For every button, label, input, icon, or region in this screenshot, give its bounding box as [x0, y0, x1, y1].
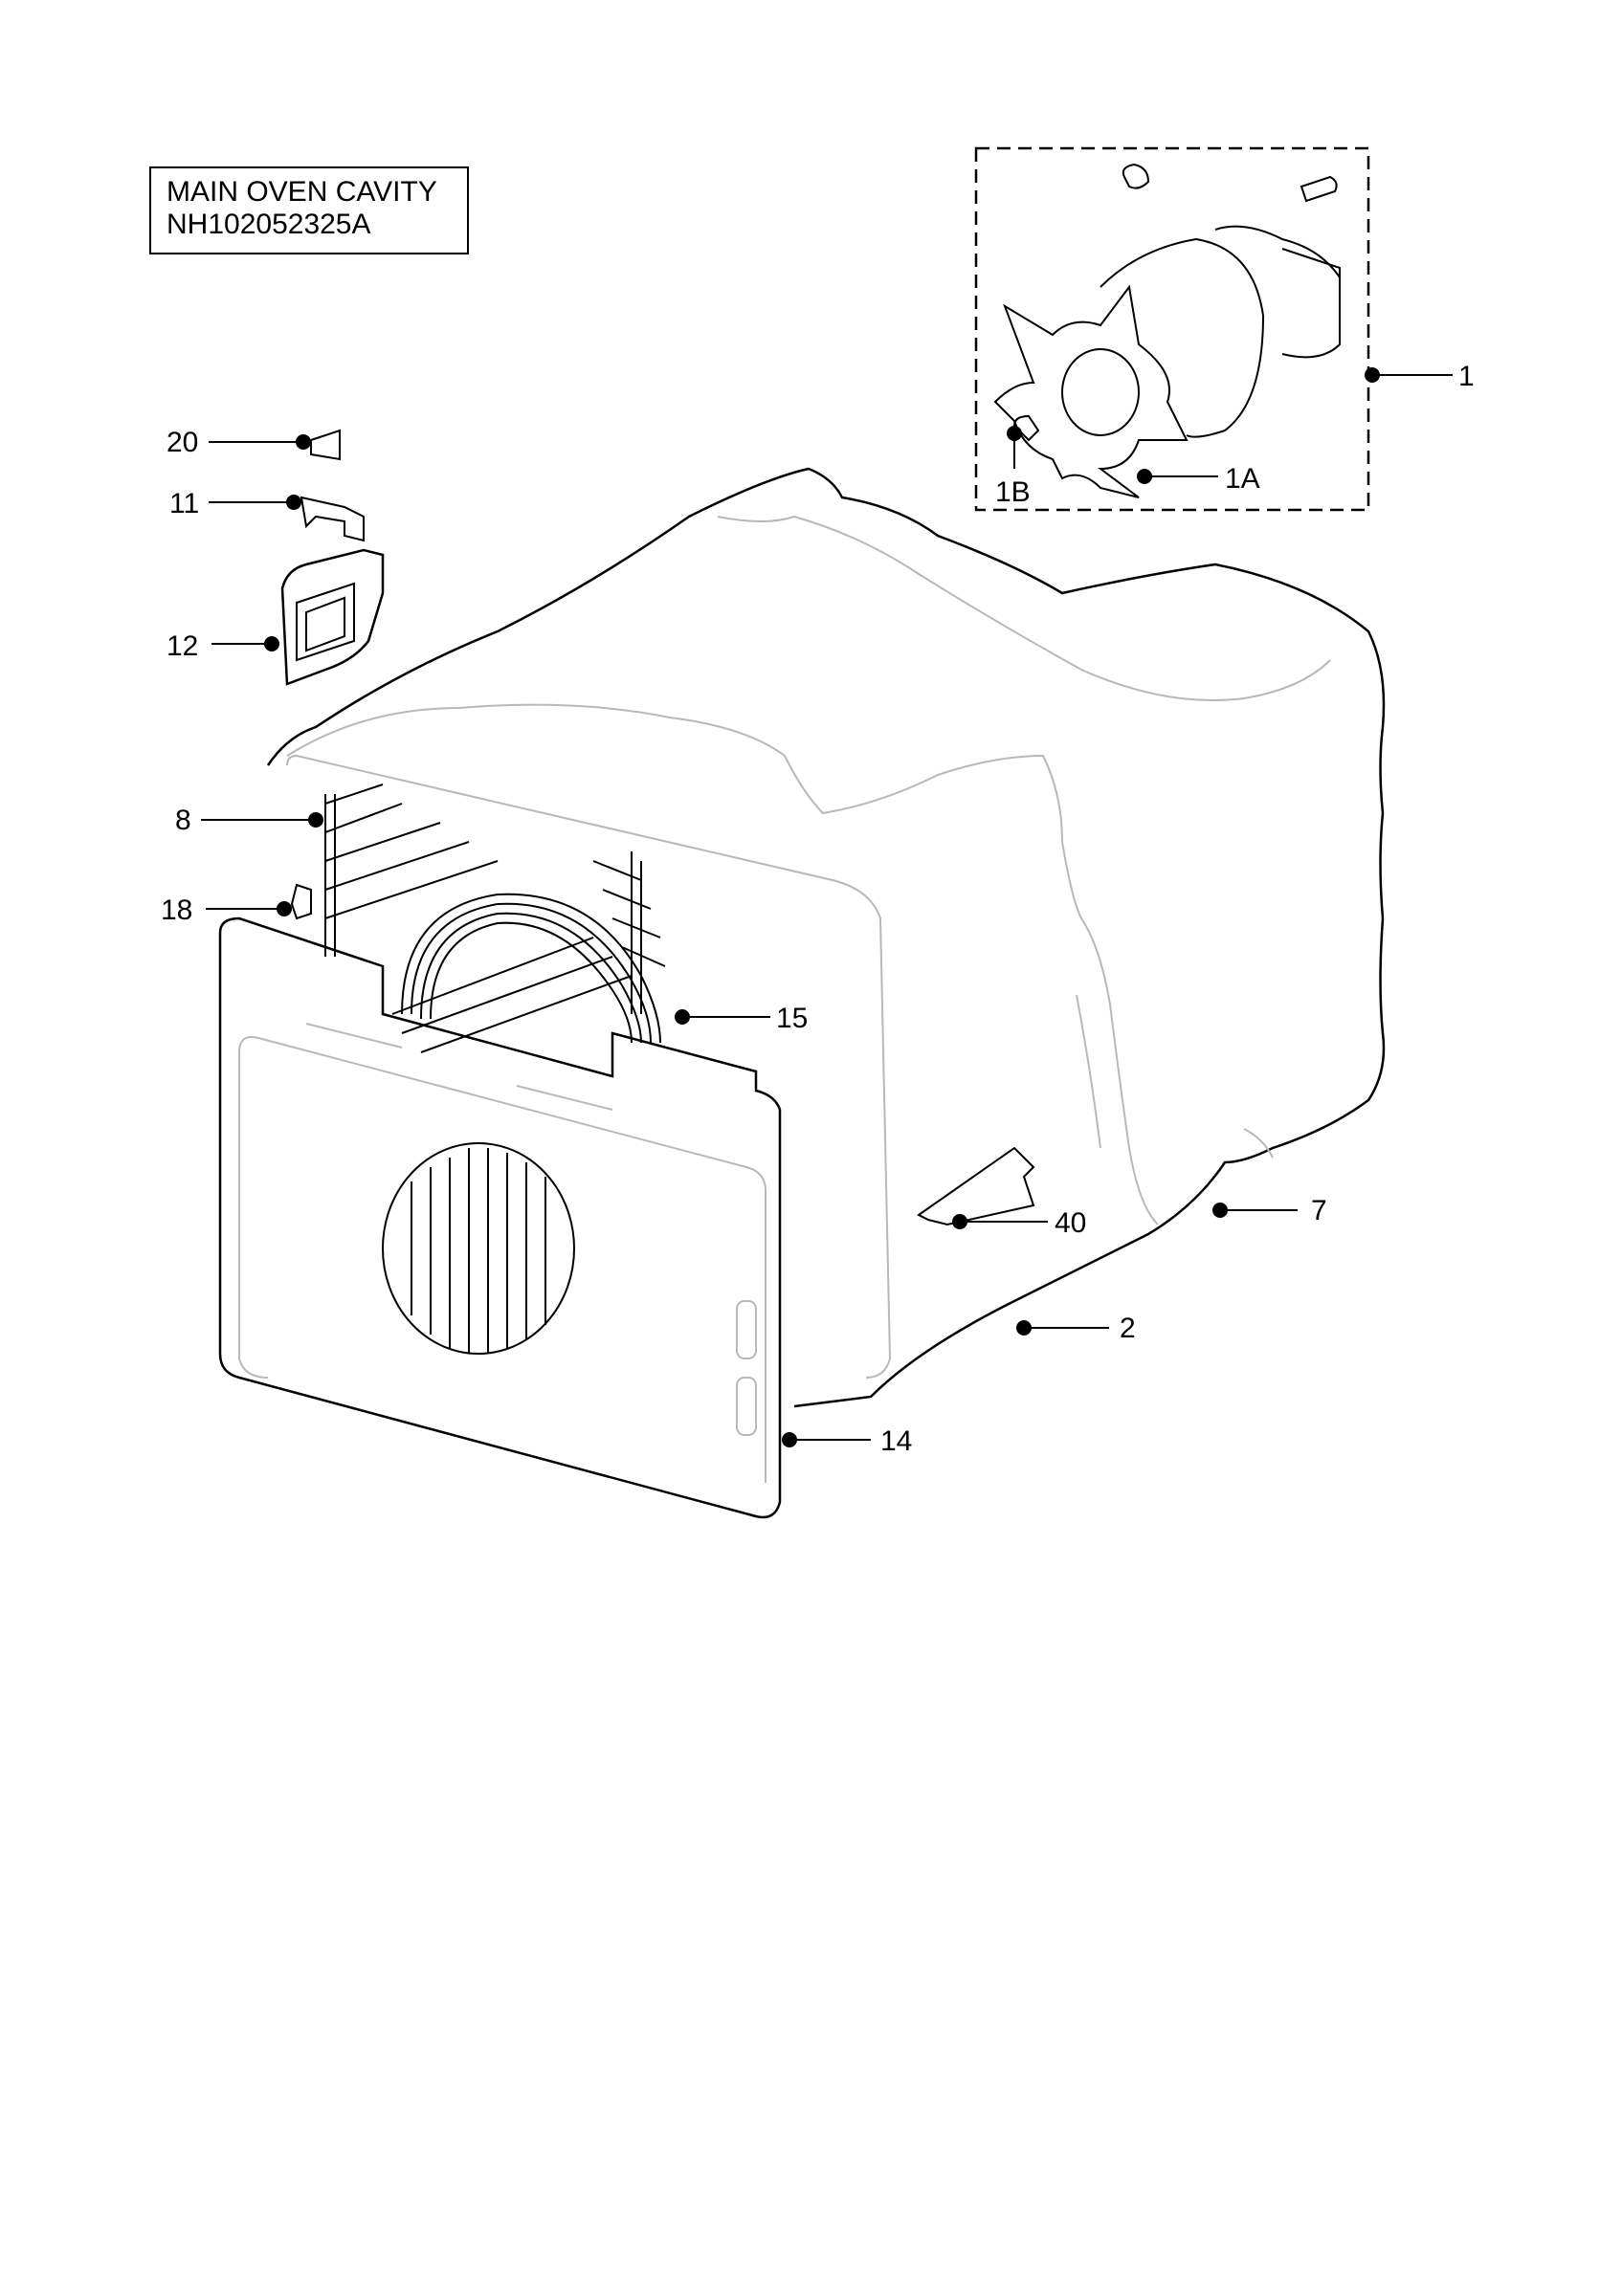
oven-cavity-body: [266, 467, 1386, 1408]
diagram-part-number: NH102052325A: [167, 209, 371, 240]
callout-40: 40: [1055, 1207, 1086, 1239]
fan-motor-assembly: [974, 146, 1370, 512]
fan-cover-back-panel: [218, 916, 782, 1519]
part-18-clip: [290, 883, 312, 920]
part-12-lamp-housing: [280, 548, 385, 686]
part-40-guide: [917, 1146, 1035, 1226]
part-11-bracket: [300, 496, 365, 542]
title-box: MAIN OVEN CAVITY NH102052325A: [149, 166, 469, 254]
oven-shelf-runners: [324, 784, 666, 1053]
callout-1: 1: [1458, 361, 1475, 392]
diagram-title: MAIN OVEN CAVITY: [167, 176, 437, 208]
callout-7: 7: [1311, 1195, 1327, 1226]
callout-18: 18: [161, 894, 192, 926]
callout-15: 15: [776, 1003, 808, 1034]
callout-14: 14: [880, 1425, 912, 1457]
callout-20: 20: [167, 427, 198, 458]
callout-12: 12: [167, 630, 198, 662]
callout-1a: 1A: [1225, 463, 1260, 495]
callout-8: 8: [175, 805, 191, 836]
circular-heating-element: [401, 893, 661, 1044]
small-parts: [280, 429, 1035, 1226]
part-20-clip: [310, 429, 341, 461]
callout-labels: 1 1A 1B 2 7 8 11 12 14 15 18 20 40: [161, 361, 1475, 1457]
callout-1b: 1B: [995, 476, 1031, 508]
callout-2: 2: [1120, 1313, 1136, 1344]
callout-leaders: [201, 367, 1453, 1447]
callout-11: 11: [169, 488, 199, 519]
